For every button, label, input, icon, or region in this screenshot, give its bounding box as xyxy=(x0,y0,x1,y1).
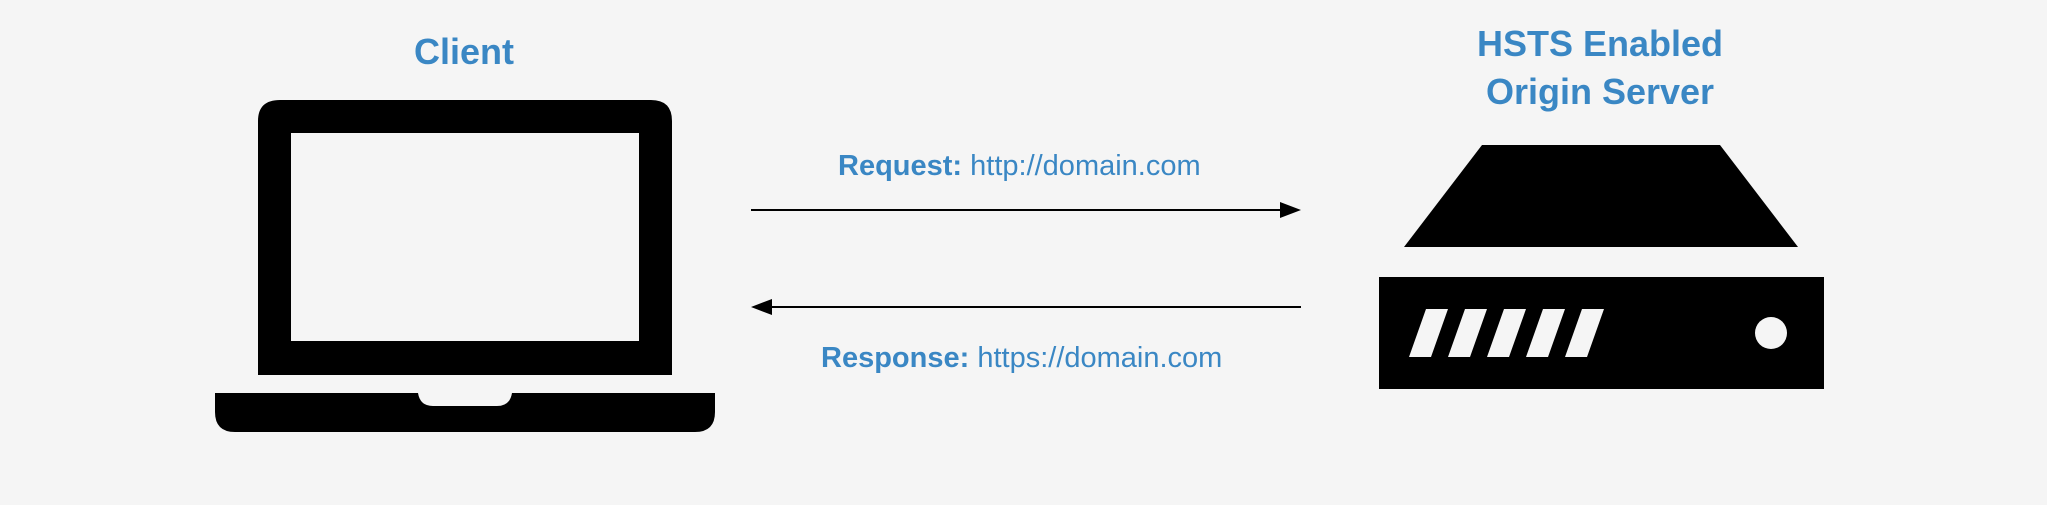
request-label: Request: http://domain.com xyxy=(838,148,1201,184)
server-vents xyxy=(1409,309,1604,357)
server-title-line-2: Origin Server xyxy=(1485,71,1715,112)
response-arrow xyxy=(751,299,1301,315)
client-title: Client xyxy=(413,31,514,72)
laptop-screen xyxy=(258,100,672,375)
server-body xyxy=(1379,277,1824,389)
server-title: HSTS Enabled Origin Server xyxy=(1400,20,1800,116)
response-url: https://domain.com xyxy=(977,342,1223,374)
laptop-base xyxy=(215,393,715,432)
response-key: Response: xyxy=(821,342,970,374)
server-title-line-1: HSTS Enabled xyxy=(1476,23,1724,64)
server-top xyxy=(1404,145,1798,247)
request-arrow xyxy=(751,202,1301,218)
request-key: Request: xyxy=(838,150,963,182)
response-label: Response: https://domain.com xyxy=(821,340,1222,376)
request-url: http://domain.com xyxy=(970,150,1201,182)
server-power-light xyxy=(1755,317,1787,349)
